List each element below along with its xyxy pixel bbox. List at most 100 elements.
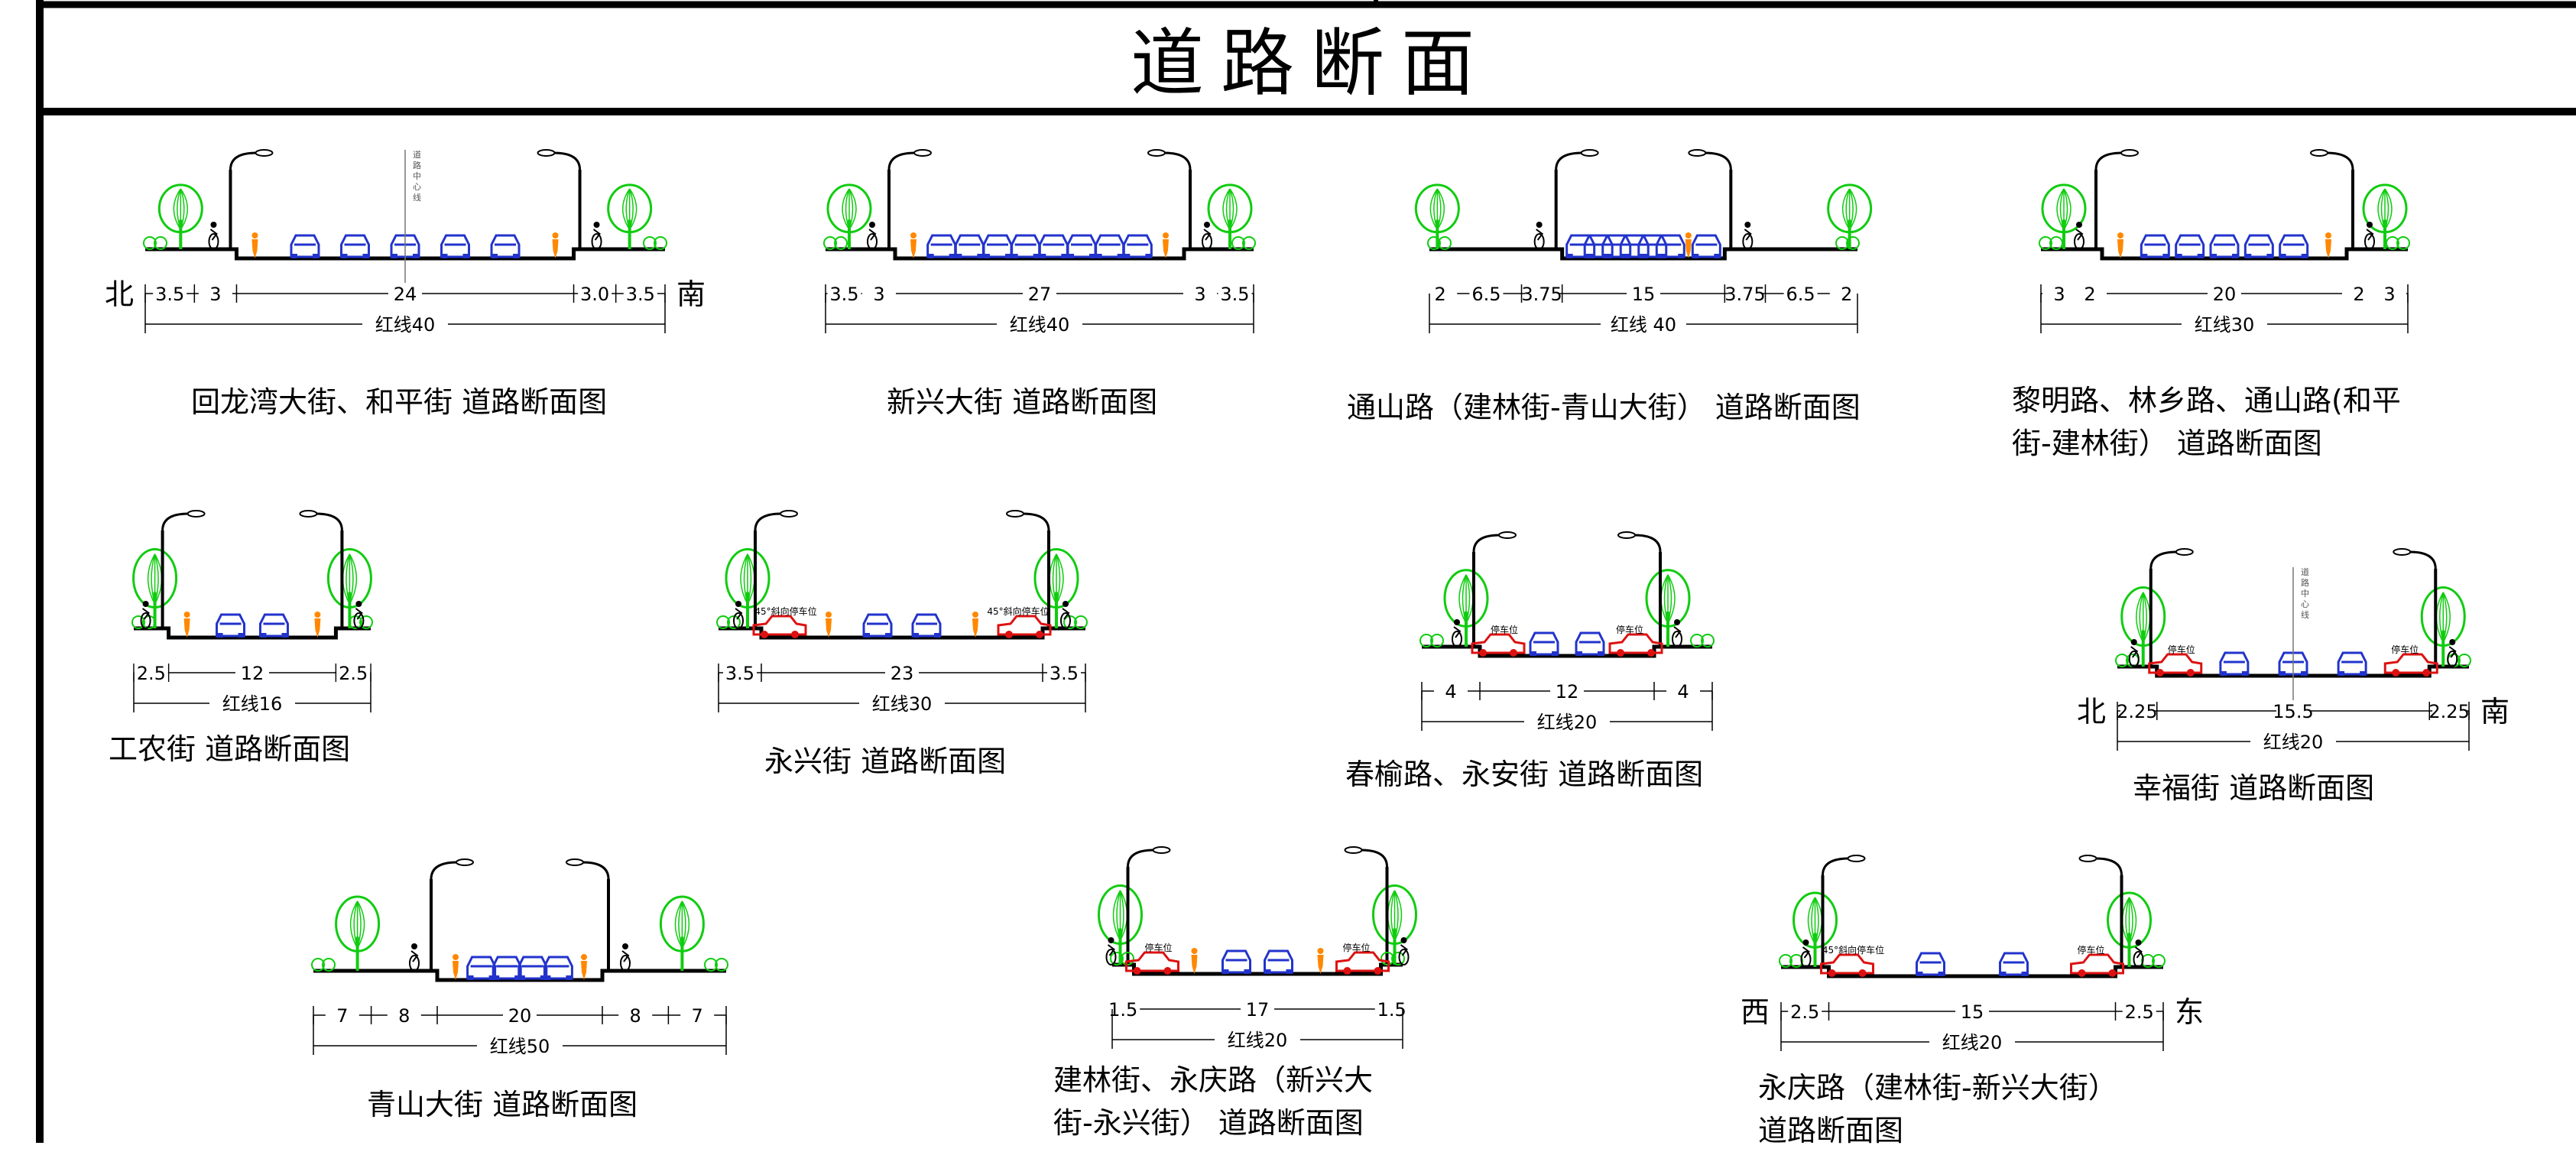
car-icon (862, 613, 893, 638)
caption-xinxing: 新兴大街 道路断面图 (887, 385, 1158, 419)
shrub-icon (1110, 952, 1124, 965)
shrub-icon (1427, 236, 1441, 250)
caption-liming: 黎明路、林乡路、通山路(和平 街-建林街） 道路断面图 (2012, 384, 2401, 460)
tree-icon (725, 548, 771, 628)
pedestrian-icon (581, 954, 587, 980)
tree-icon (157, 183, 203, 249)
parking-note: 45°斜向停车位 (987, 605, 1049, 617)
tree-icon (1098, 884, 1143, 965)
pedestrian-icon (1317, 948, 1324, 974)
direction-right-label: 南 (676, 277, 706, 311)
shrub-icon (1779, 954, 1792, 968)
dimension-label: 17 (1246, 999, 1270, 1021)
shrub-icon (716, 615, 730, 629)
center-line-char: 线 (2301, 609, 2309, 620)
dimension-label: 12 (241, 663, 264, 684)
dimension-label: 3 (209, 284, 221, 305)
direction-left-label: 北 (105, 277, 134, 311)
car-icon (1066, 234, 1097, 258)
shrub-icon (1438, 236, 1452, 250)
parking-note: 停车位 (2077, 944, 2104, 956)
dimension-label: 6.5 (1786, 284, 1815, 305)
pedestrian-icon (314, 612, 321, 638)
caption-huilongwan: 回龙湾大街、和平街 道路断面图 (191, 385, 608, 419)
dimension-label: 4 (1677, 681, 1689, 703)
street-lamp-icon (2149, 548, 2194, 667)
car-icon (982, 234, 1013, 258)
shrub-icon (715, 958, 728, 972)
red-line-label: 红线20 (1942, 1032, 2003, 1053)
pedestrian-icon (910, 232, 917, 258)
tree-icon (1207, 183, 1253, 249)
street-lamp-icon (2310, 149, 2354, 249)
car-icon (1095, 234, 1125, 258)
car-icon (2279, 234, 2309, 258)
parked-car-icon (2383, 653, 2438, 677)
dimension-label: 3 (873, 284, 884, 305)
shrub-icon (311, 958, 325, 972)
car-icon (2243, 234, 2274, 258)
street-lamp-icon (1688, 149, 1733, 249)
pedestrian-icon (183, 612, 190, 638)
car-icon (1221, 949, 1251, 974)
shrub-icon (131, 615, 145, 629)
red-line-label: 红线30 (872, 693, 933, 715)
dimension-label: 7 (336, 1005, 348, 1027)
caption-xingfu: 幸福街 道路断面图 (2133, 771, 2375, 805)
cyclist-icon (208, 222, 219, 250)
dimension-label: 24 (394, 284, 417, 305)
parking-note: 45°斜向停车位 (754, 605, 816, 617)
dimension-label: 20 (2213, 284, 2237, 305)
red-line-label: 红线40 (1010, 314, 1070, 336)
dimension-label: 20 (508, 1005, 532, 1027)
shrub-icon (2141, 954, 2155, 968)
dimension-label: 3.5 (155, 284, 184, 305)
street-lamp-icon (1821, 855, 1866, 967)
shrub-icon (654, 236, 667, 250)
cyclist-icon (2364, 222, 2375, 250)
shrub-icon (1391, 952, 1405, 965)
shrub-icon (834, 236, 848, 250)
dimension-label: 23 (891, 663, 914, 684)
page-title: 道路断面 (1131, 20, 1491, 106)
parking-note: 停车位 (2391, 644, 2419, 655)
shrub-icon (1074, 615, 1088, 629)
center-line-char: 心 (2301, 599, 2309, 609)
parking-note: 45°斜向停车位 (1822, 944, 1884, 956)
dimension-label: 15 (1632, 284, 1656, 305)
shrub-icon (2396, 236, 2410, 250)
red-line-label: 红线 40 (1611, 314, 1676, 336)
tree-icon (1645, 569, 1691, 647)
cyclist-icon (591, 222, 602, 250)
caption-tongshan: 通山路（建林街-青山大街） 道路断面图 (1347, 391, 1861, 424)
cyclist-icon (353, 601, 365, 629)
street-lamp-icon (537, 149, 582, 249)
cyclist-icon (2447, 639, 2458, 667)
tree-icon (326, 548, 372, 628)
red-line-label: 红线40 (375, 314, 436, 336)
direction-left-label: 西 (1741, 995, 1770, 1029)
shrub-icon (1063, 615, 1077, 629)
red-line-label: 红线20 (2263, 732, 2324, 753)
tree-icon (1827, 183, 1873, 249)
shrub-icon (1242, 236, 1256, 250)
street-lamp-icon (229, 149, 274, 249)
cyclist-icon (409, 943, 420, 972)
street-lamp-icon (161, 510, 206, 628)
pedestrian-icon (1163, 232, 1169, 258)
cyclist-icon (2133, 939, 2144, 968)
shrub-icon (1231, 236, 1245, 250)
shrub-icon (643, 236, 657, 250)
cyclist-icon (1202, 222, 1212, 250)
dimension-label: 3.75 (1521, 284, 1562, 305)
center-line-char: 中 (413, 171, 421, 181)
parked-car-icon (752, 615, 807, 638)
dimension-label: 1.5 (1108, 999, 1137, 1021)
tree-icon (1792, 891, 1838, 967)
